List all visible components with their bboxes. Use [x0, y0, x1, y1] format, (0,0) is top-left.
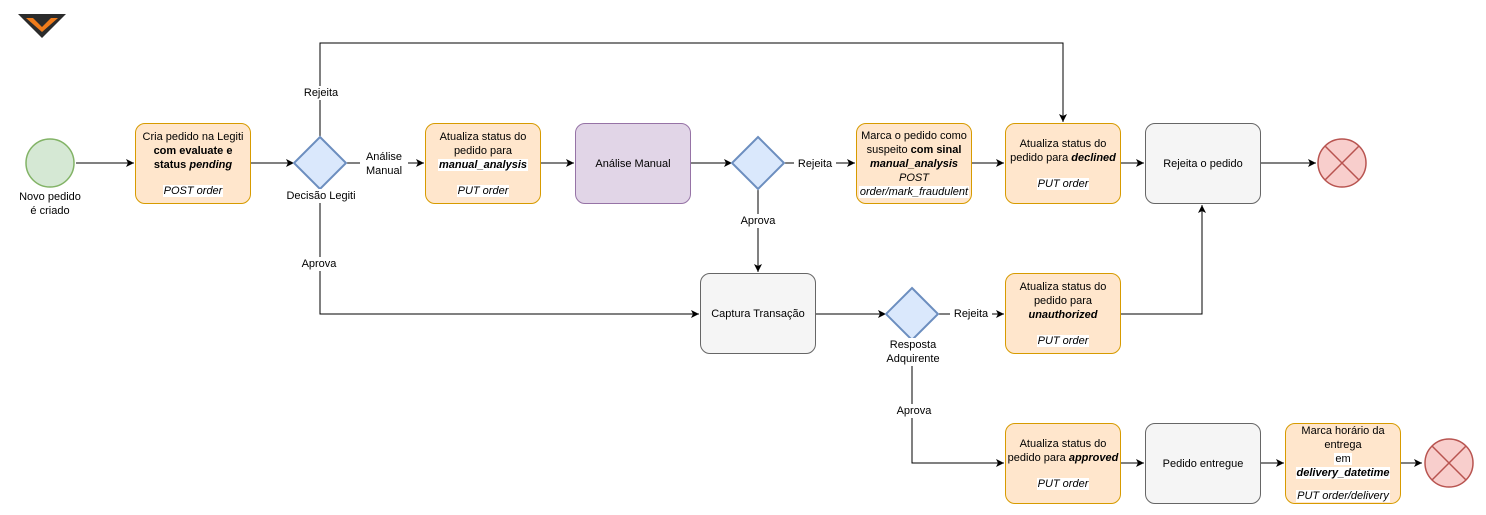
edge-label-top-reject: Rejeita — [300, 86, 342, 100]
edge-label-acquirer-reject: Rejeita — [950, 307, 992, 321]
edge-label-manual-reject: Rejeita — [794, 157, 836, 171]
edges — [76, 42, 1422, 467]
edge-label-manual-approve: Aprova — [736, 214, 780, 228]
start-event-circle — [25, 138, 75, 188]
gateway-acquirer-response — [884, 286, 940, 342]
task-create-order: Cria pedido na Legiti com evaluate e sta… — [135, 123, 251, 204]
task-mark-fraudulent: Marca o pedido como suspeito com sinal m… — [856, 123, 972, 204]
gateway-legiti-label: Decisão Legiti — [284, 189, 358, 203]
end-event-reject — [1317, 138, 1367, 188]
task-approved-status: Atualiza status do pedido para approved … — [1005, 423, 1121, 504]
edge-approve-capture — [319, 189, 699, 318]
edge-label-acquirer-approve: Aprova — [892, 404, 936, 418]
task-declined-status: Atualiza status do pedido para declined … — [1005, 123, 1121, 204]
task-capture-transaction: Captura Transação — [700, 273, 816, 354]
gateway-manual-decision — [730, 135, 786, 191]
end-event-delivered — [1424, 438, 1474, 488]
task-unauthorized-status: Atualiza status do pedido para unauthori… — [1005, 273, 1121, 354]
task-delivery-datetime: Marca horário da entrega em delivery_dat… — [1285, 423, 1401, 504]
task-manual-review: Análise Manual — [575, 123, 691, 204]
logo-icon — [18, 14, 66, 38]
task-reject-order: Rejeita o pedido — [1145, 123, 1261, 204]
task-order-delivered: Pedido entregue — [1145, 423, 1261, 504]
edge-unauthorized-reject — [1120, 205, 1206, 315]
edge-label-approve-left: Aprova — [298, 257, 340, 271]
task-manual-analysis-status: Atualiza status do pedido para manual_an… — [425, 123, 541, 204]
gateway-legiti-decision — [292, 135, 348, 191]
edge-gateway3-approved — [911, 340, 1004, 467]
